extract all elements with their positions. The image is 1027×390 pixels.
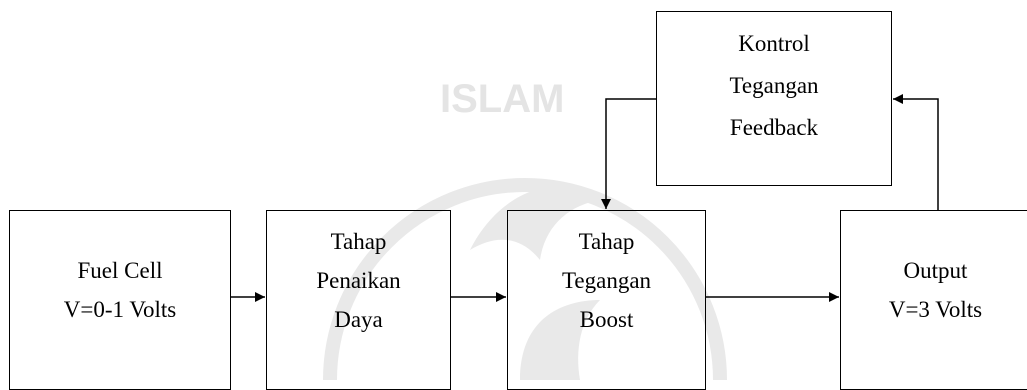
tahap-tegangan-boost-block: Tahap Tegangan Boost: [507, 210, 706, 390]
fuel-cell-block: Fuel Cell V=0-1 Volts: [9, 210, 231, 390]
kontrol-tegangan-feedback-block: Kontrol Tegangan Feedback: [656, 11, 892, 186]
arrow-kontrol-to-boost: [601, 98, 656, 209]
block-line: Tegangan: [561, 268, 652, 293]
block-line: Penaikan: [316, 268, 401, 293]
block-diagram: ISLAM Fuel Cell V=0-1 Volts Tahap Penaik…: [9, 11, 1027, 390]
block-line: Fuel Cell: [77, 258, 163, 283]
block-line: Daya: [334, 307, 383, 332]
block-line: Boost: [579, 307, 634, 332]
arrow-output-to-kontrol: [893, 94, 939, 210]
block-line: Tahap: [330, 229, 387, 254]
block-line: Tahap: [578, 229, 635, 254]
output-block: Output V=3 Volts: [840, 210, 1027, 390]
block-line: V=0-1 Volts: [63, 297, 177, 322]
block-line: Tegangan: [729, 73, 819, 98]
block-line: V=3 Volts: [888, 297, 983, 322]
block-line: Feedback: [729, 115, 819, 140]
connector-arrows: [231, 94, 939, 302]
block-line: Kontrol: [738, 31, 810, 56]
block-line: Output: [903, 258, 968, 283]
